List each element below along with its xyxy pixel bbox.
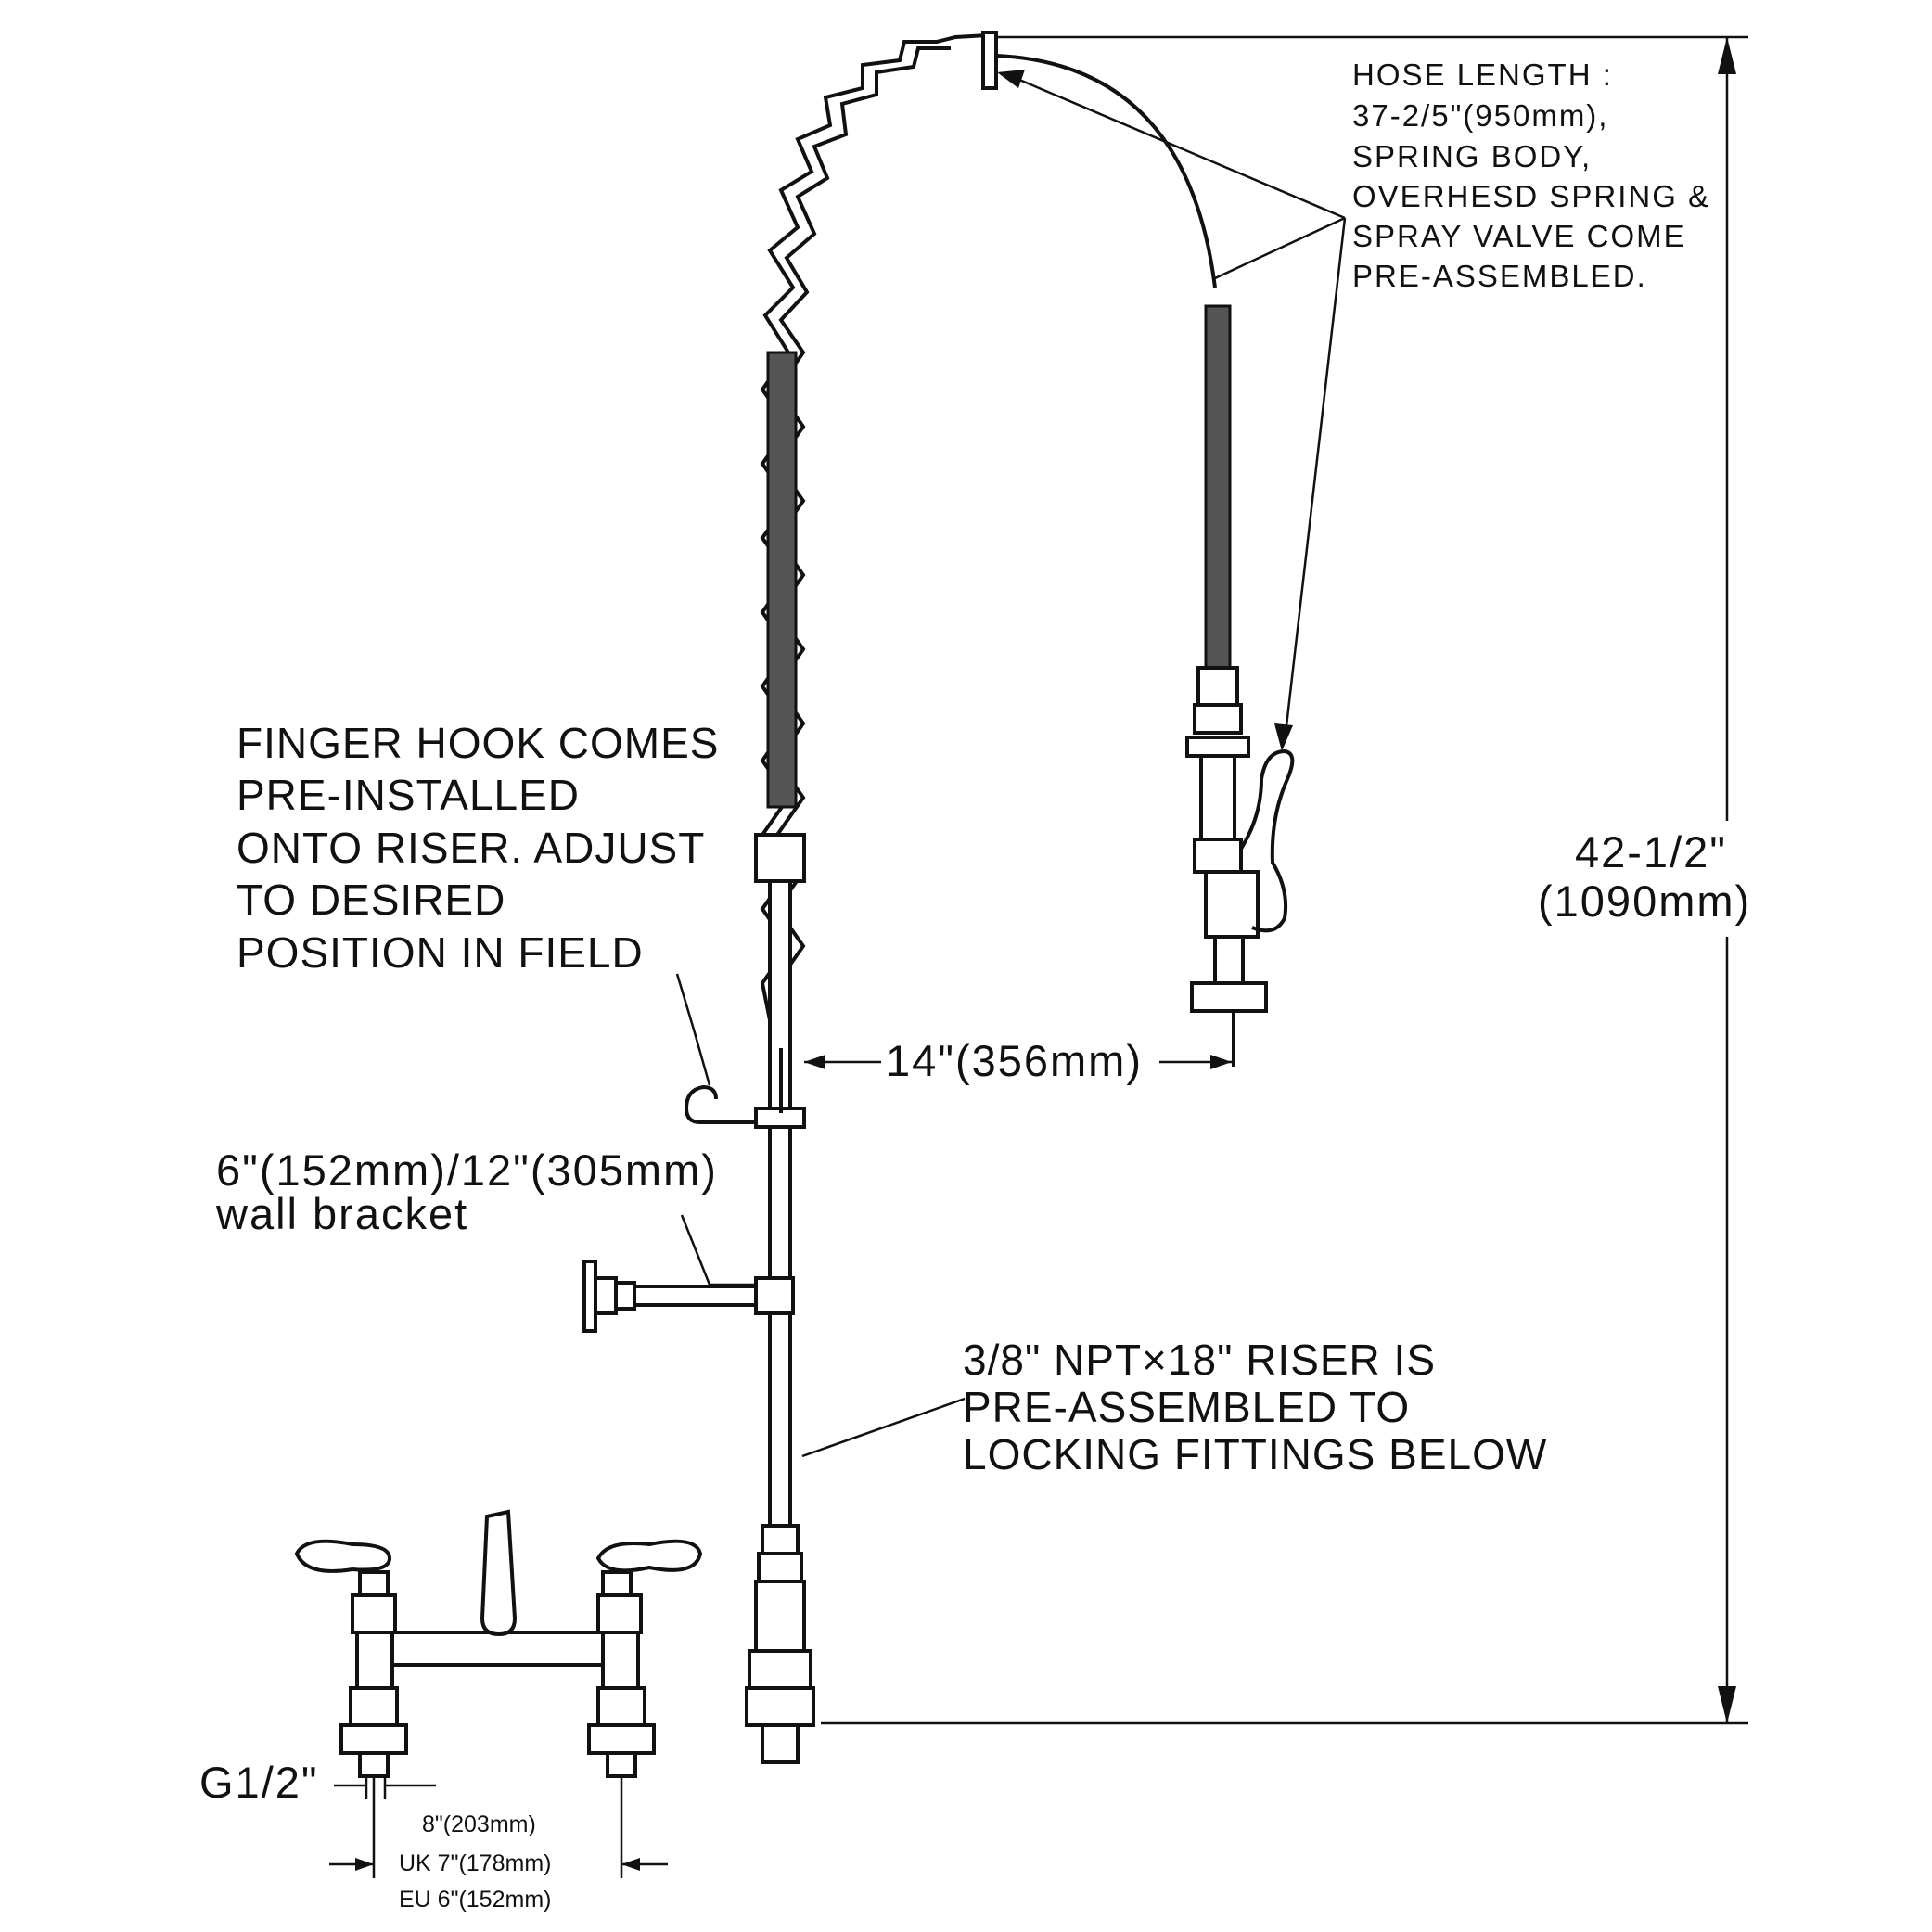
height-dim-label-2: (1090mm) <box>1538 876 1751 926</box>
riser <box>745 833 815 1764</box>
riser-line-2: PRE-ASSEMBLED TO <box>963 1383 1410 1431</box>
finger-hook-line-2: PRE-INSTALLED <box>237 771 580 819</box>
spray-valve <box>996 54 1295 1067</box>
wall-bracket-line-1: 6"(152mm)/12"(305mm) <box>216 1145 718 1195</box>
wall-bracket-line-2: wall bracket <box>215 1189 468 1238</box>
leader-lines <box>675 70 1347 1458</box>
overhead-spring <box>760 31 998 1021</box>
riser-line-1: 3/8" NPT×18" RISER IS <box>963 1336 1436 1384</box>
reach-dimension <box>804 1055 1232 1069</box>
spacing-label-3: EU 6"(152mm) <box>399 1887 551 1913</box>
finger-hook-line-4: TO DESIRED <box>237 876 505 924</box>
hose-length-line-5: SPRAY VALVE COME <box>1352 219 1686 253</box>
finger-hook-line-5: POSITION IN FIELD <box>237 928 644 977</box>
hose-length-line-1: HOSE LENGTH : <box>1352 58 1613 92</box>
hose-length-line-4: OVERHESD SPRING & <box>1352 179 1710 213</box>
deck-faucet <box>294 1509 703 1778</box>
bottom-dimensions <box>329 1776 668 1878</box>
inlet-dim-label: G1/2" <box>199 1758 319 1807</box>
hose-length-line-6: PRE-ASSEMBLED. <box>1352 259 1647 293</box>
wall-bracket <box>582 1260 795 1333</box>
riser-line-3: LOCKING FITTINGS BELOW <box>963 1430 1547 1478</box>
spacing-label-2: UK 7"(178mm) <box>399 1850 551 1876</box>
hose-length-line-3: SPRING BODY, <box>1352 139 1592 173</box>
hose-length-line-2: 37-2/5"(950mm), <box>1352 98 1608 133</box>
height-dim-label-1: 42-1/2" <box>1575 827 1727 876</box>
height-dimension <box>821 35 1748 1725</box>
spacing-label-1: 8"(203mm) <box>422 1811 536 1837</box>
finger-hook-line-1: FINGER HOOK COMES <box>237 719 719 767</box>
reach-dim-label: 14"(356mm) <box>886 1036 1143 1085</box>
finger-hook-line-3: ONTO RISER. ADJUST <box>237 824 705 872</box>
finger-hook <box>684 1084 756 1124</box>
